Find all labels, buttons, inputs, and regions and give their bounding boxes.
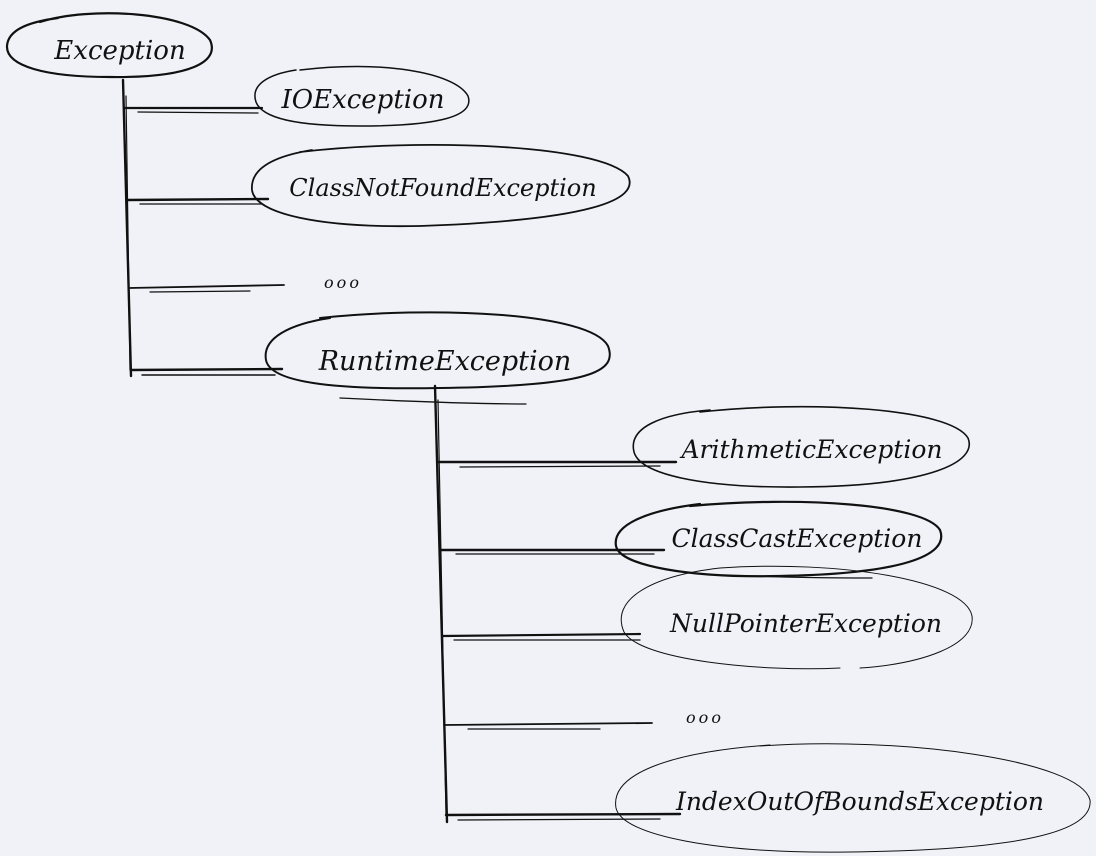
node-null-pointer-exception-label: NullPointerException — [669, 609, 942, 638]
node-index-out-of-bounds-exception: IndexOutOfBoundsException — [615, 743, 1091, 853]
node-runtime-exception-label: RuntimeException — [318, 346, 572, 377]
ellipsis-bottom: ooo — [686, 708, 724, 727]
node-runtime-exception: RuntimeException — [264, 311, 611, 405]
node-class-cast-exception-label: ClassCastException — [672, 524, 923, 553]
ellipsis-top: ooo — [324, 273, 362, 292]
node-arithmetic-exception-outline — [632, 405, 971, 488]
node-arithmetic-exception-label: ArithmeticException — [679, 435, 942, 464]
trunk-exception — [121, 78, 133, 378]
node-class-not-found-exception-label: ClassNotFoundException — [289, 174, 596, 202]
node-class-not-found-exception-outline — [251, 144, 631, 228]
node-io-exception-label: IOException — [281, 85, 445, 115]
node-exception-outline — [5, 12, 213, 79]
node-class-cast-exception-outline — [614, 500, 943, 578]
node-runtime-exception-outline — [264, 311, 611, 390]
node-class-not-found-exception: ClassNotFoundException — [251, 144, 631, 228]
node-io-exception: IOException — [254, 65, 470, 127]
node-null-pointer-exception-outline — [620, 565, 973, 670]
node-index-out-of-bounds-exception-outline — [615, 743, 1091, 853]
branches-exception — [123, 106, 285, 376]
node-index-out-of-bounds-exception-label: IndexOutOfBoundsException — [675, 787, 1044, 816]
node-io-exception-outline — [254, 65, 470, 127]
node-arithmetic-exception: ArithmeticException — [632, 405, 971, 488]
node-exception: Exception — [5, 12, 213, 79]
branches-runtime-exception — [436, 460, 682, 821]
node-class-cast-exception: ClassCastException — [614, 500, 943, 579]
node-null-pointer-exception: NullPointerException — [620, 565, 973, 670]
node-exception-label: Exception — [53, 36, 185, 66]
trunk-runtime-exception — [433, 384, 449, 824]
